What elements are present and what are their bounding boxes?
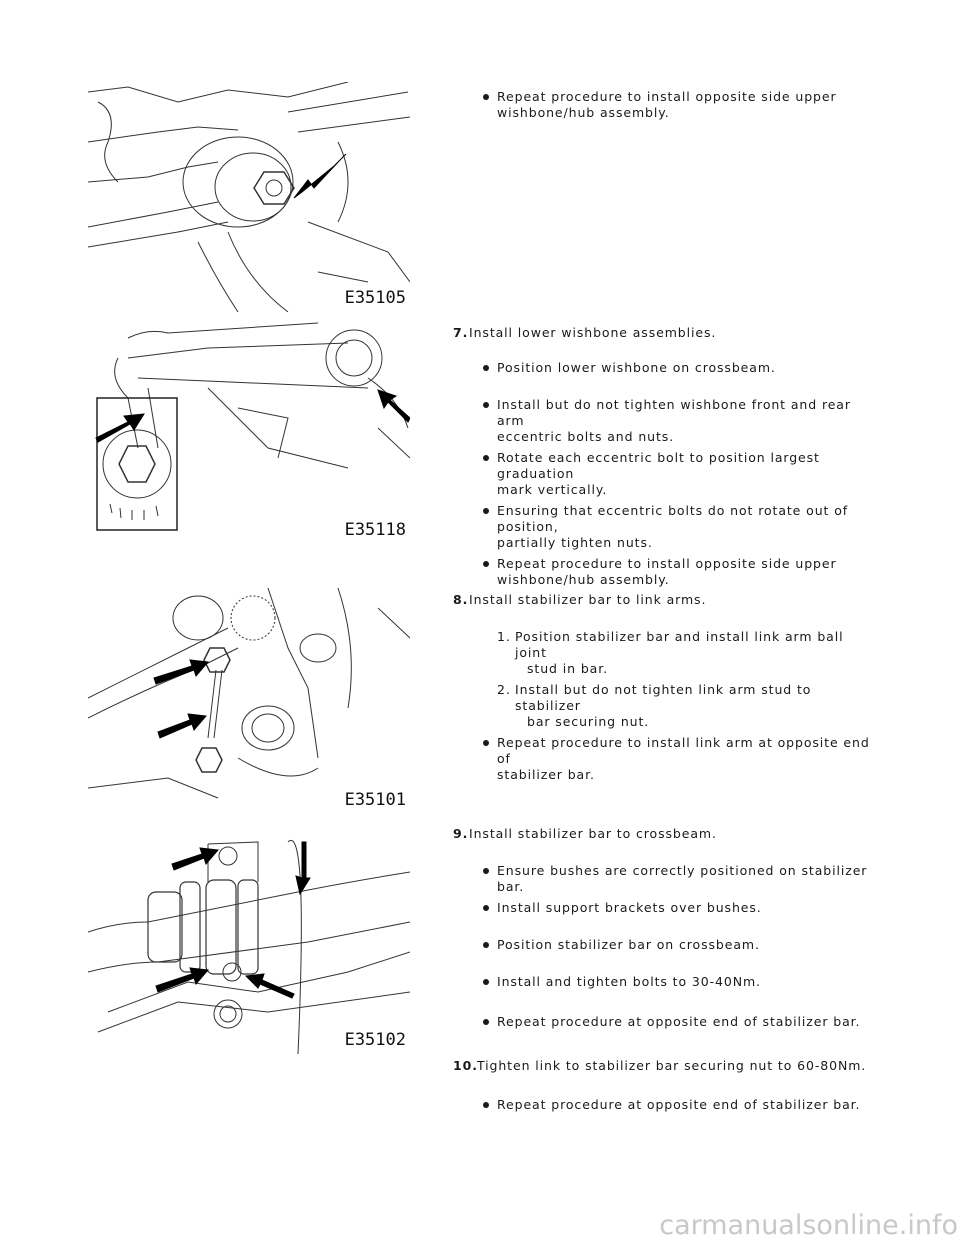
figure-caption: E35105 — [344, 288, 406, 308]
step-title: Tighten link to stabilizer bar securing … — [477, 1058, 867, 1073]
arrow-icon — [377, 389, 410, 423]
list-item: Repeat procedure at opposite end of stab… — [483, 1097, 877, 1113]
arrow-icon — [95, 413, 145, 443]
substep-item: 2. Install but do not tighten link arm s… — [497, 682, 812, 729]
step-title: Install stabilizer bar to crossbeam. — [469, 826, 717, 841]
figure-e35105: E35105 — [88, 82, 410, 312]
list-item: Repeat procedure to install link arm at … — [483, 735, 877, 783]
list-item: Repeat procedure to install opposite sid… — [483, 556, 877, 588]
list-item: Ensure bushes are correctly positioned o… — [483, 863, 877, 895]
list-item: Position stabilizer bar on crossbeam. — [483, 937, 877, 953]
figure-e35102: E35102 — [88, 822, 410, 1054]
arrow-icon — [244, 973, 295, 999]
bullet-icon — [483, 1102, 489, 1108]
bullet-icon — [483, 868, 489, 874]
figure-caption: E35101 — [344, 790, 406, 810]
arrow-icon — [155, 967, 209, 993]
bullet-icon — [483, 365, 489, 371]
step-number: 7. — [453, 325, 469, 340]
bullet-icon — [483, 942, 489, 948]
step-number: 9. — [453, 826, 469, 841]
list-item: Install but do not tighten wishbone fron… — [483, 397, 877, 445]
watermark: carmanualsonline.info — [659, 1210, 958, 1241]
step-title: Install stabilizer bar to link arms. — [469, 592, 707, 607]
list-item: Install and tighten bolts to 30-40Nm. — [483, 974, 877, 990]
list-item: Position lower wishbone on crossbeam. — [483, 360, 877, 376]
arrow-icon — [157, 713, 207, 739]
arrow-icon — [293, 153, 347, 199]
step-number: 10. — [453, 1058, 478, 1073]
arrow-icon — [295, 841, 311, 896]
bullet-icon — [483, 979, 489, 985]
list-item: Repeat procedure to install opposite sid… — [483, 89, 877, 121]
step-number: 8. — [453, 592, 469, 607]
list-item: Ensuring that eccentric bolts do not rot… — [483, 503, 877, 551]
bullet-icon — [483, 561, 489, 567]
arrow-icon — [153, 659, 209, 685]
bullet-icon — [483, 94, 489, 100]
list-item: Install support brackets over bushes. — [483, 900, 877, 916]
list-item: Rotate each eccentric bolt to position l… — [483, 450, 877, 498]
substep-item: 1. Position stabilizer bar and install l… — [497, 629, 844, 676]
bullet-icon — [483, 740, 489, 746]
bullet-icon — [483, 455, 489, 461]
arrow-icon — [171, 847, 219, 871]
figure-caption: E35118 — [344, 520, 406, 540]
figure-e35101: E35101 — [88, 588, 410, 814]
bullet-icon — [483, 1019, 489, 1025]
bullet-icon — [483, 402, 489, 408]
figure-e35118: E35118 — [88, 318, 410, 544]
figure-caption: E35102 — [344, 1030, 406, 1050]
bullet-icon — [483, 905, 489, 911]
list-item: Repeat procedure at opposite end of stab… — [483, 1014, 877, 1030]
step-title: Install lower wishbone assemblies. — [469, 325, 717, 340]
bullet-icon — [483, 508, 489, 514]
